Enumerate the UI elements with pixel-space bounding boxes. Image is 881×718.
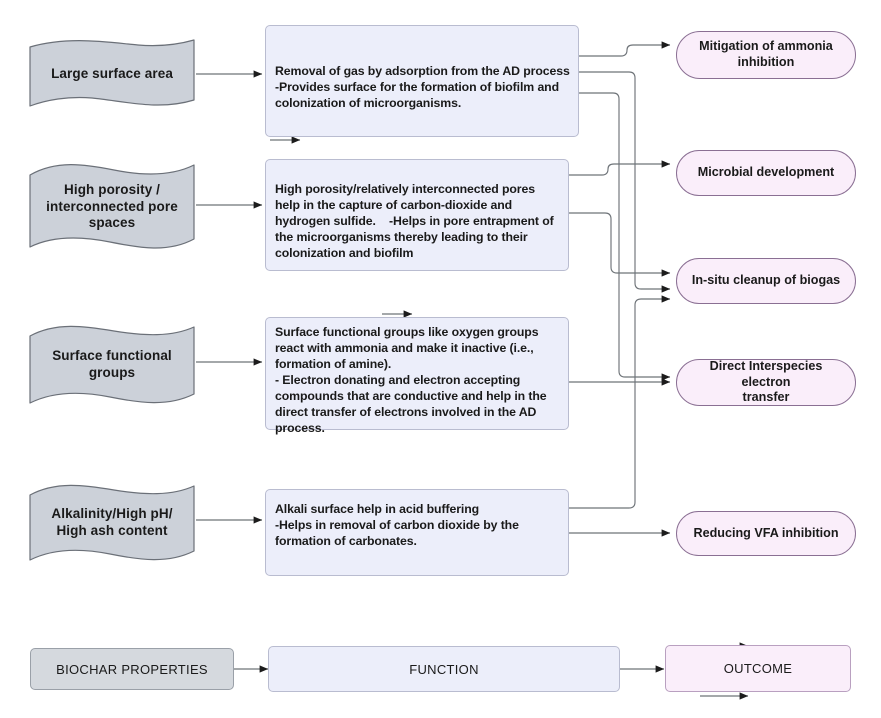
edge-porosityfn-to-microbial: [569, 160, 671, 176]
edge-alkalinityfn-to-insitu: [569, 295, 671, 509]
edge-porosityfn-to-insitu: [569, 212, 671, 277]
property-alkalinity[interactable]: Alkalinity/High pH/ High ash content: [28, 484, 196, 562]
wave-shape: [29, 164, 195, 249]
property-high-porosity[interactable]: High porosity / interconnected pore spac…: [28, 163, 196, 251]
property-surface-functional-groups[interactable]: Surface functional groups: [28, 325, 196, 405]
wave-shape: [29, 39, 195, 107]
property-label: Alkalinity/High pH/ High ash content: [51, 506, 173, 538]
property-label: Large surface area: [51, 65, 173, 81]
outcome-insitu-cleanup-biogas[interactable]: In-situ cleanup of biogas: [676, 258, 856, 304]
wave-shape: [29, 484, 195, 561]
legend-outcome[interactable]: OUTCOME: [665, 645, 851, 692]
property-label: High porosity / interconnected pore spac…: [46, 181, 178, 231]
edge-adsorption-to-mitigation: [579, 41, 671, 57]
function-box-porosity[interactable]: High porosity/relatively interconnected …: [265, 159, 569, 271]
outcome-microbial-development[interactable]: Microbial development: [676, 150, 856, 196]
function-box-surface-groups[interactable]: Surface functional groups like oxygen gr…: [265, 317, 569, 435]
function-box-adsorption[interactable]: Removal of gas by adsorption from the AD…: [265, 25, 579, 137]
outcome-mitigation-ammonia[interactable]: Mitigation of ammonia inhibition: [676, 31, 856, 79]
edge-adsorption-to-dietransfer: [579, 92, 671, 381]
edge-adsorption-to-insitu: [579, 71, 671, 293]
function-text: Surface functional groups like oxygen gr…: [275, 325, 547, 435]
function-text: High porosity/relatively interconnected …: [275, 182, 554, 260]
function-box-alkalinity[interactable]: Alkali surface help in acid buffering -H…: [265, 489, 569, 576]
outcome-reducing-vfa-inhibition[interactable]: Reducing VFA inhibition: [676, 511, 856, 556]
outcome-direct-interspecies-electron-transfer[interactable]: Direct Interspecies electron transfer: [676, 359, 856, 406]
function-text: Alkali surface help in acid buffering -H…: [275, 502, 519, 548]
property-large-surface-area[interactable]: Large surface area: [28, 38, 196, 110]
legend-biochar-properties[interactable]: BIOCHAR PROPERTIES: [30, 648, 234, 690]
property-label: Surface functional groups: [52, 348, 172, 380]
wave-shape: [29, 325, 195, 404]
function-text: Removal of gas by adsorption from the AD…: [275, 64, 570, 110]
legend-function[interactable]: FUNCTION: [268, 646, 620, 692]
